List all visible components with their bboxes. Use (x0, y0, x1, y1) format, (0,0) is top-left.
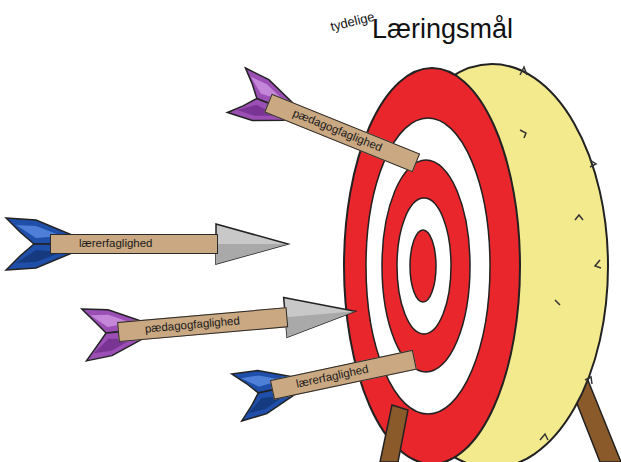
target-bullseye (410, 230, 436, 302)
arrow-fletching (82, 285, 357, 361)
arrow-tip (284, 291, 357, 337)
heading: Læringsmål (372, 14, 513, 45)
arrow-fletching (6, 218, 288, 270)
arrow-shaft: pædagogfaglighed (117, 307, 288, 342)
arrow-tip (216, 224, 288, 264)
heading-qualifier: tydelige (329, 9, 376, 34)
arrow-label: lærerfaglighed (295, 361, 370, 393)
stand-leg (380, 405, 408, 462)
arrow-shaft: lærerfaglighed (50, 234, 218, 254)
rim-scribble (520, 67, 601, 440)
target-ring (344, 68, 520, 462)
arrow-label: lærerfaglighed (79, 235, 153, 252)
target-ring (382, 160, 470, 372)
target-ring (397, 198, 451, 334)
arrow-label: pædagogfaglighed (144, 312, 240, 337)
